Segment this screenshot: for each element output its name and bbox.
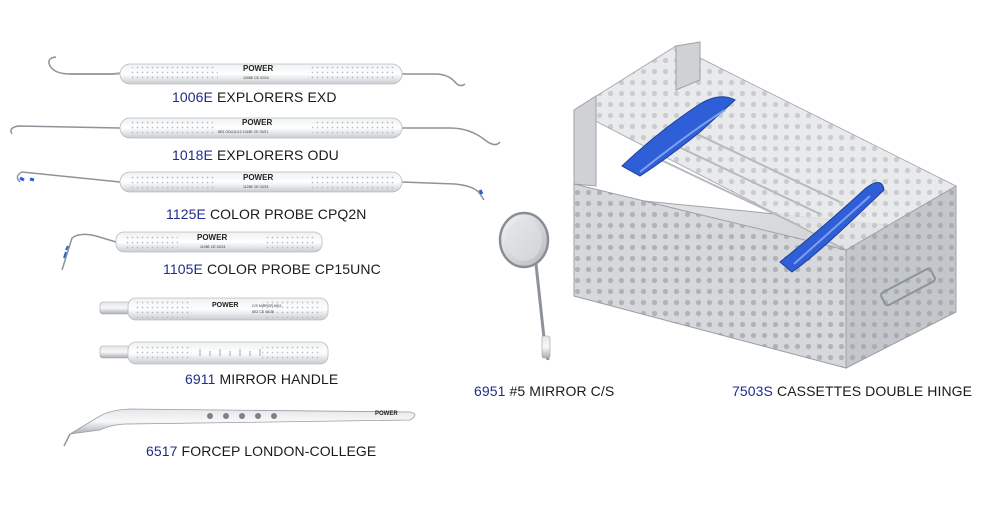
product-code: 1018E bbox=[172, 147, 213, 163]
caption-1006e: 1006E EXPLORERS EXD bbox=[172, 89, 337, 105]
product-code: 6911 bbox=[185, 371, 216, 387]
caption-6951: 6951 #5 MIRROR C/S bbox=[474, 383, 614, 399]
instrument-1105e-color-probe: POWER 1105E CE 02/24 bbox=[61, 231, 323, 271]
caption-1018e: 1018E EXPLORERS ODU bbox=[172, 147, 339, 163]
svg-text:6EZ CE 09/25: 6EZ CE 09/25 bbox=[252, 310, 274, 314]
instrument-1125e-color-probe: POWER 1125E CE 02/24 bbox=[16, 171, 485, 201]
product-name: EXPLORERS EXD bbox=[216, 89, 337, 105]
svg-text:6EZ ODU11/12 1018E CE 03/21: 6EZ ODU11/12 1018E CE 03/21 bbox=[218, 130, 268, 134]
brand-logo: POWER bbox=[243, 173, 273, 182]
product-name: EXPLORERS ODU bbox=[216, 147, 339, 163]
product-code: 1125E bbox=[166, 206, 206, 222]
instrument-7503s-cassette bbox=[572, 41, 958, 369]
instrument-1006e-explorer: POWER 1006E CE 02/24 bbox=[48, 56, 466, 87]
product-name: FORCEP LONDON-COLLEGE bbox=[181, 443, 377, 459]
product-name: #5 MIRROR C/S bbox=[509, 383, 615, 399]
product-code: 6517 bbox=[146, 443, 178, 459]
caption-1105e: 1105E COLOR PROBE CP15UNC bbox=[163, 261, 381, 277]
product-code: 6951 bbox=[474, 383, 506, 399]
caption-6517: 6517 FORCEP LONDON-COLLEGE bbox=[146, 443, 376, 459]
product-code: 7503S bbox=[732, 383, 773, 399]
product-name: MIRROR HANDLE bbox=[219, 371, 339, 387]
svg-text:1105E CE 02/24: 1105E CE 02/24 bbox=[200, 245, 225, 249]
product-name: COLOR PROBE CPQ2N bbox=[209, 206, 367, 222]
product-code: 1105E bbox=[163, 261, 203, 277]
product-code: 1006E bbox=[172, 89, 213, 105]
brand-logo: POWER bbox=[375, 411, 398, 417]
instrument-6517-forcep: POWER bbox=[63, 408, 416, 447]
svg-text:C/S MIRROR 6911: C/S MIRROR 6911 bbox=[252, 304, 282, 308]
instrument-6911-mirror-handle-bottom bbox=[99, 341, 329, 365]
svg-text:1125E CE 02/24: 1125E CE 02/24 bbox=[243, 185, 268, 189]
brand-logo: POWER bbox=[242, 118, 272, 127]
brand-logo: POWER bbox=[243, 64, 273, 73]
instrument-6951-mirror bbox=[498, 211, 551, 361]
caption-7503s: 7503S CASSETTES DOUBLE HINGE bbox=[732, 383, 972, 399]
instrument-6911-mirror-handle-top: POWER C/S MIRROR 6911 6EZ CE 09/25 bbox=[99, 297, 329, 321]
brand-logo: POWER bbox=[197, 233, 227, 242]
caption-6911: 6911 MIRROR HANDLE bbox=[185, 371, 338, 387]
instrument-1018e-explorer: POWER 6EZ ODU11/12 1018E CE 03/21 bbox=[10, 117, 501, 146]
svg-text:1006E CE 02/24: 1006E CE 02/24 bbox=[243, 76, 269, 80]
caption-1125e: 1125E COLOR PROBE CPQ2N bbox=[166, 206, 366, 222]
product-name: COLOR PROBE CP15UNC bbox=[206, 261, 381, 277]
product-name: CASSETTES DOUBLE HINGE bbox=[776, 383, 973, 399]
brand-logo: POWER bbox=[212, 302, 238, 309]
